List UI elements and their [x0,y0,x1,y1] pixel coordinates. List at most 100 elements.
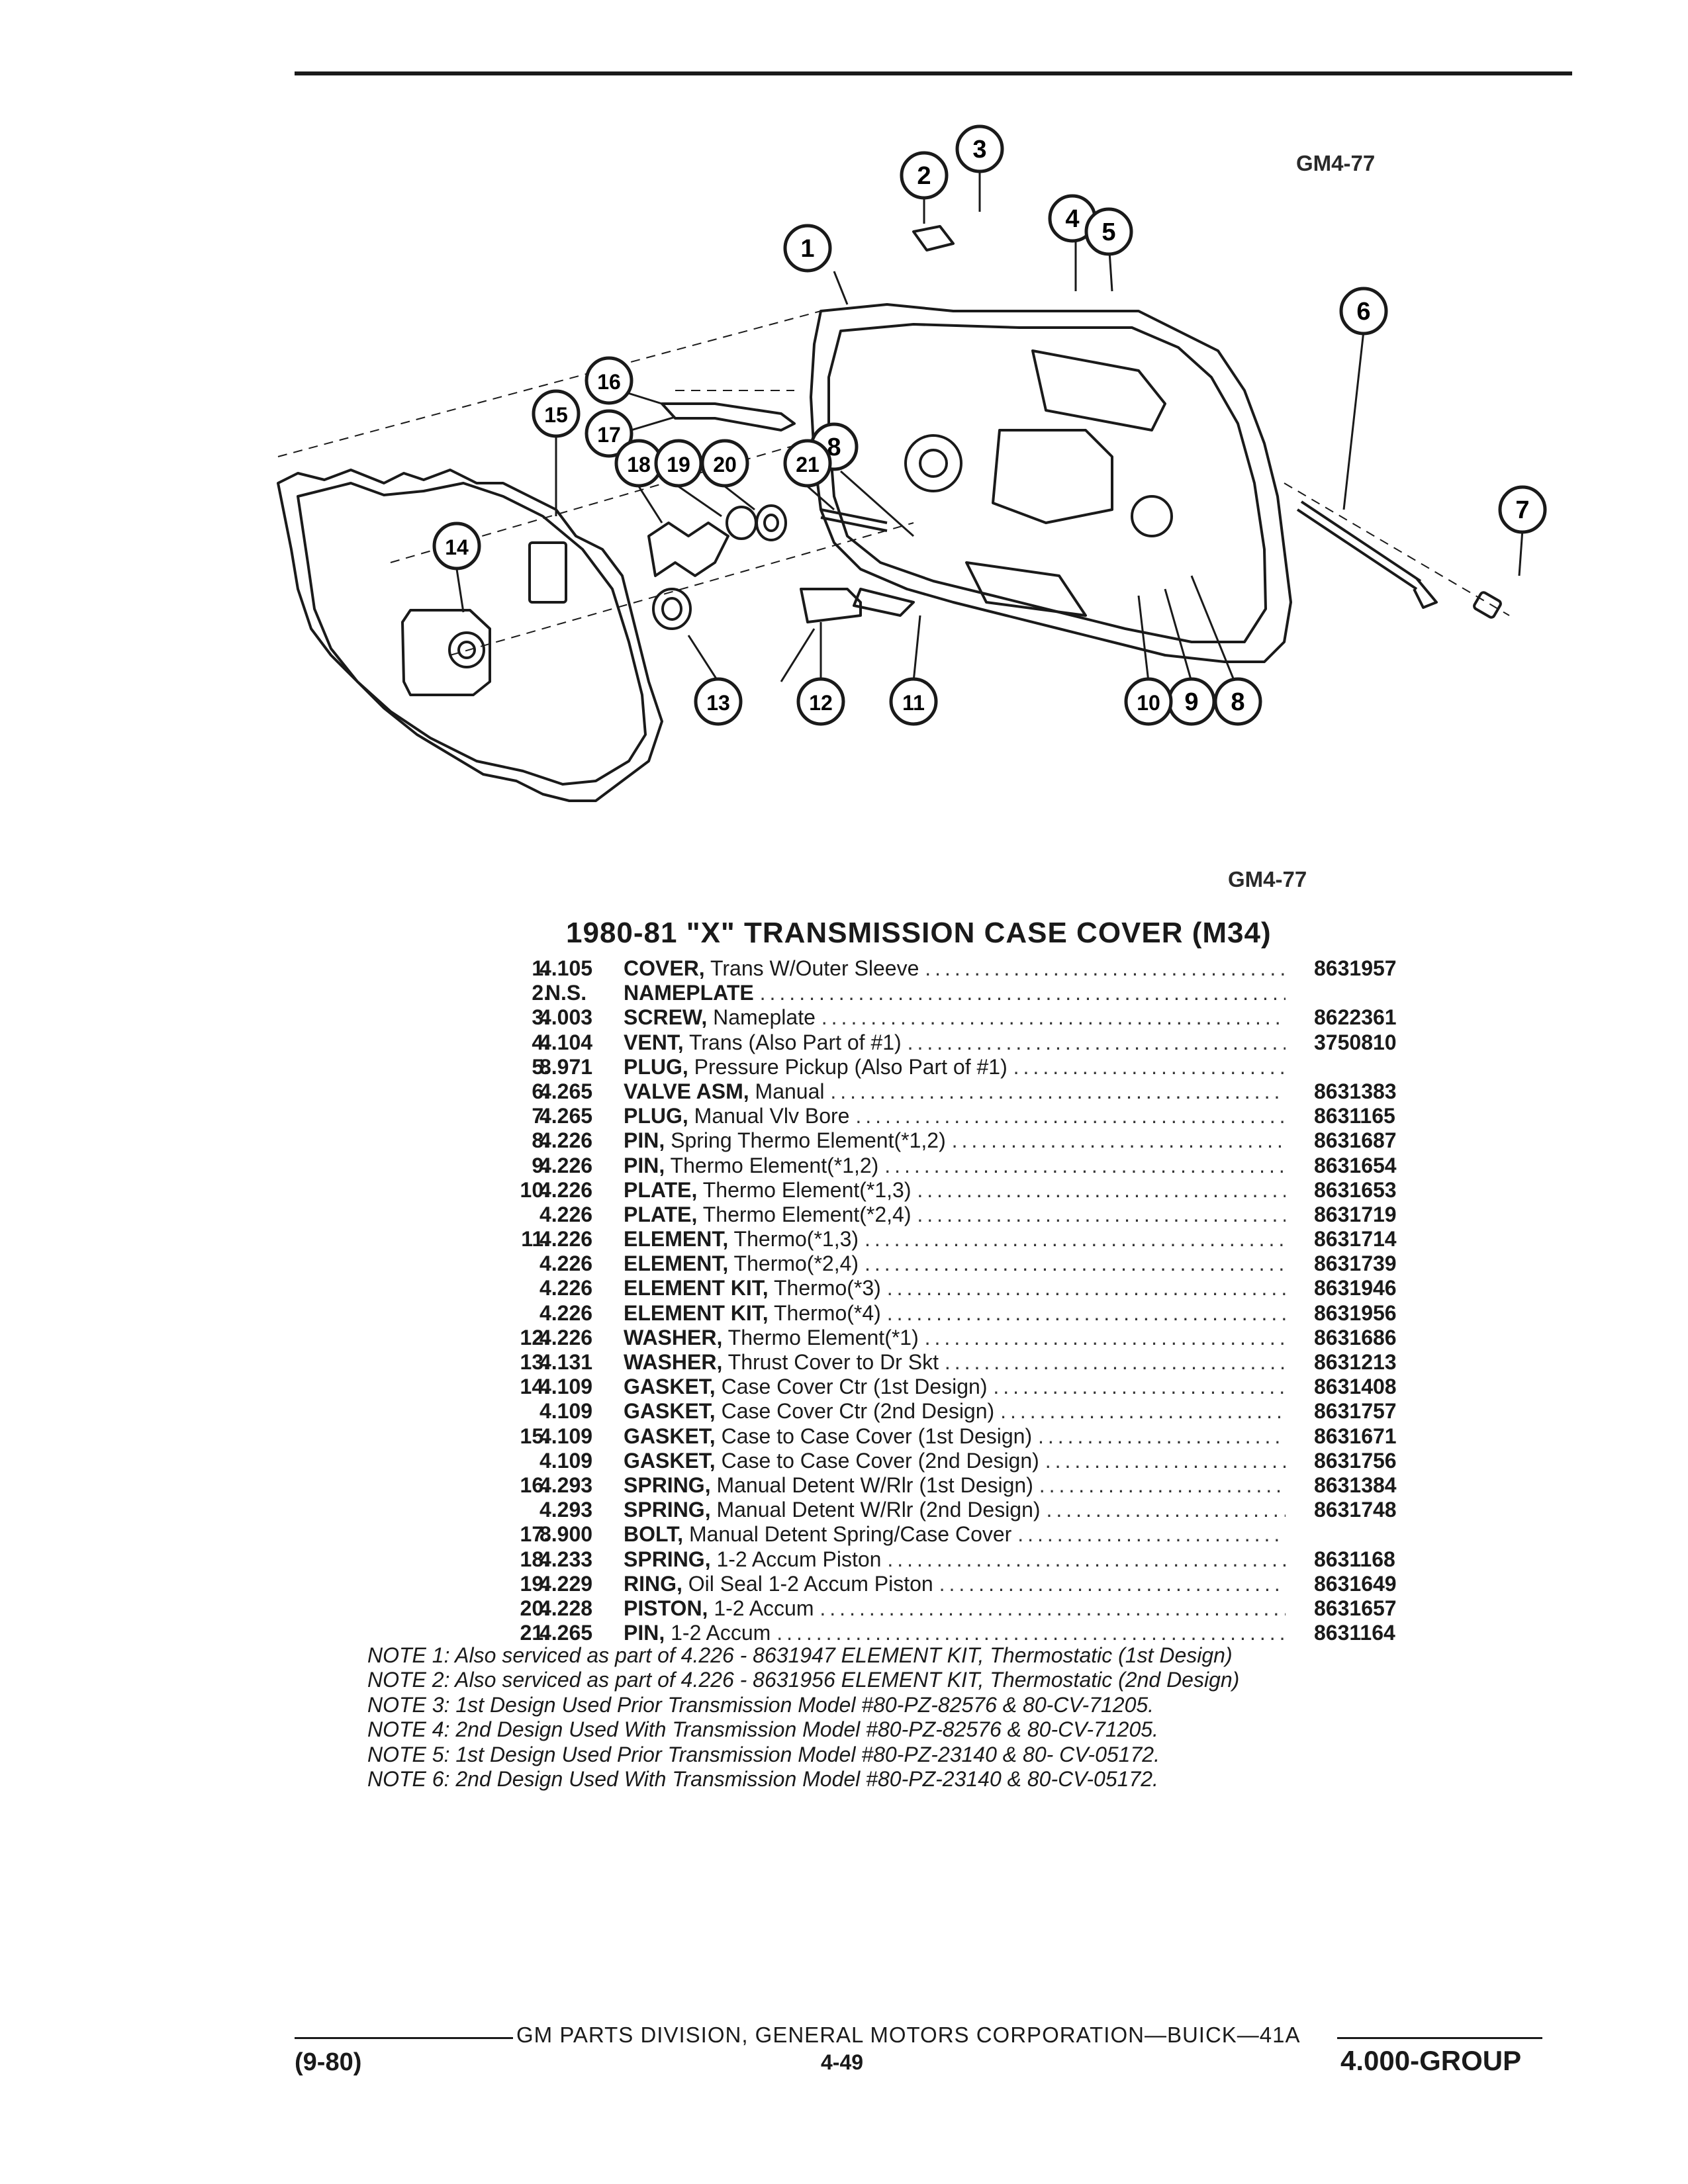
callout-1: 1 [783,224,832,273]
top-rule [295,71,1572,75]
part-detail: Thrust Cover to Dr Skt [727,1350,939,1374]
part-description: SPRING, Manual Detent W/Rlr (1st Design)… [624,1473,1286,1497]
footer-rule-left [295,2037,513,2039]
callout-label: 8 [827,433,841,461]
part-detail: Thermo Element(*1,3) [702,1177,912,1202]
callout-label: 7 [1515,496,1529,524]
cover-bore [904,434,962,492]
part-row: 4.109 GASKET, Case Cover Ctr (2nd Design)… [371,1399,1430,1424]
part-group: 4.226 [539,1300,593,1325]
notes-block: NOTE 1: Also serviced as part of 4.226 -… [367,1643,1239,1792]
callout-21: 21 [783,439,832,488]
part-number: 8631756 [1314,1448,1397,1473]
part-index: 5. [532,1054,549,1079]
part-group: 4.226 [539,1202,593,1226]
nameplate [912,225,955,251]
part-index: 20. [520,1596,549,1620]
part-detail: Spring Thermo Element(*1,2) [671,1128,946,1153]
part-name: PIN, [624,1621,665,1645]
part-name: PLUG, [624,1054,688,1079]
part-group: 4.226 [539,1325,593,1349]
part-number: 8631687 [1314,1128,1397,1153]
part-group: 4.109 [539,1399,593,1424]
callout-label: 17 [597,423,621,447]
part-number: 8631757 [1314,1399,1397,1424]
part-number: 8631408 [1314,1375,1397,1399]
callout-6: 6 [1339,287,1388,336]
callout-label: 19 [667,453,690,477]
callout-label: 16 [597,370,621,394]
part-index: 15. [520,1424,549,1448]
callout-label: 3 [972,136,986,163]
part-detail: Trans (Also Part of #1) [689,1030,902,1054]
part-index: 19. [520,1571,549,1596]
callout-18: 18 [614,439,663,488]
part-detail: Manual Vlv Bore [694,1104,850,1128]
part-name: SPRING, [624,1498,711,1522]
part-detail: 1-2 Accum Piston [716,1547,882,1571]
part-number: 8631946 [1314,1276,1397,1300]
part-index: 21. [520,1621,549,1645]
part-group: 4.229 [539,1571,593,1596]
part-group: 4.226 [539,1128,593,1153]
part-group: 8.971 [539,1054,593,1079]
part-row: 2.N.S.NAMEPLATE ........................… [371,981,1430,1005]
part-name: GASKET, [624,1424,716,1448]
part-number: 8631164 [1314,1621,1395,1645]
part-detail: Case Cover Ctr (1st Design) [721,1375,988,1399]
part-number: 8631168 [1314,1547,1395,1571]
callout-label: 11 [902,691,925,715]
case-cover-outline [810,303,1292,663]
part-detail: Manual Detent Spring/Case Cover [688,1522,1012,1547]
callout-label: 12 [809,691,833,715]
callout-14: 14 [432,522,481,570]
note-line: NOTE 2: Also serviced as part of 4.226 -… [367,1668,1240,1692]
part-index: 2. [532,981,549,1005]
part-description: SPRING, Manual Detent W/Rlr (2nd Design)… [624,1498,1286,1522]
callout-label: 18 [627,453,651,477]
accum-piston [755,504,787,541]
callout-label: 1 [800,235,814,263]
part-name: ELEMENT KIT, [624,1276,769,1300]
part-description: PIN, 1-2 Accum .........................… [624,1621,1286,1645]
part-index: 14. [520,1375,549,1399]
callout-label: 21 [796,453,820,477]
part-index: 17. [520,1522,549,1547]
part-description: GASKET, Case Cover Ctr (2nd Design) ....… [624,1399,1286,1424]
part-detail: Thermo(*1,3) [733,1227,859,1251]
part-detail: Manual [755,1079,825,1103]
part-number: 8631649 [1314,1571,1397,1596]
part-detail: Nameplate [713,1005,816,1030]
part-description: GASKET, Case to Case Cover (2nd Design) … [624,1448,1286,1473]
part-description: GASKET, Case Cover Ctr (1st Design) ....… [624,1375,1286,1399]
part-group: 4.226 [539,1177,593,1202]
part-group: 4.109 [539,1448,593,1473]
part-detail: Manual Detent W/Rlr (2nd Design) [716,1498,1041,1522]
part-description: PLATE, Thermo Element(*2,4) ............… [624,1202,1286,1226]
part-group: 4.226 [539,1276,593,1300]
part-name: PLATE, [624,1177,698,1202]
part-group: 4.109 [539,1375,593,1399]
callout-label: 6 [1356,298,1370,326]
part-description: BOLT, Manual Detent Spring/Case Cover ..… [624,1522,1286,1547]
part-detail: Thermo Element(*1,2) [670,1153,879,1177]
part-detail: 1-2 Accum [714,1596,814,1620]
callout-label: 13 [706,691,730,715]
part-description: PLATE, Thermo Element(*1,3) ............… [624,1177,1286,1202]
part-description: PISTON, 1-2 Accum ......................… [624,1596,1286,1620]
part-group: 4.293 [539,1498,593,1522]
part-detail: Case to Case Cover (2nd Design) [721,1448,1039,1473]
part-number: 8631653 [1314,1177,1397,1202]
part-index: 9. [532,1153,549,1177]
part-number: 8631657 [1314,1596,1397,1620]
